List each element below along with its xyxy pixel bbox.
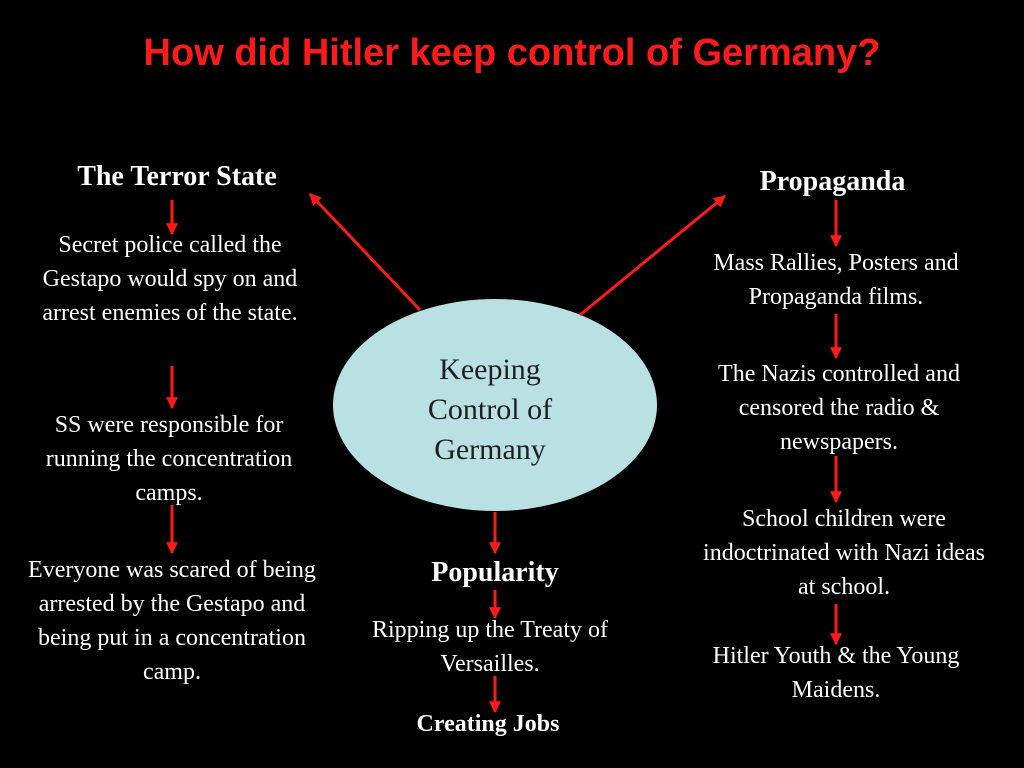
propaganda-point-4: Hitler Youth & the Young Maidens. <box>712 643 960 703</box>
popularity-point-1: Ripping up the Treaty of Versailles. <box>371 617 608 677</box>
popularity-heading: Popularity <box>431 557 559 588</box>
propaganda-point-1: Mass Rallies, Posters and Propaganda fil… <box>713 250 959 310</box>
propaganda-point-2: The Nazis controlled and censored the ra… <box>718 361 960 455</box>
terror-state-point-2: SS were responsible for running the conc… <box>45 412 293 506</box>
terror-state-point-3: Everyone was scared of being arrested by… <box>28 557 316 685</box>
center-label: Keeping Control of Germany <box>427 353 553 466</box>
page-title: How did Hitler keep control of Germany? <box>143 32 881 74</box>
arrow-to-propaganda <box>579 194 726 317</box>
popularity-point-2: Creating Jobs <box>416 711 560 737</box>
terror-state-heading: The Terror State <box>77 161 277 192</box>
propaganda-point-3: School children were indoctrinated with … <box>703 506 985 600</box>
terror-state-point-1: Secret police called the Gestapo would s… <box>42 232 298 326</box>
center-ellipse <box>333 299 657 511</box>
propaganda-heading: Propaganda <box>759 166 906 197</box>
arrow-to-terror-state <box>308 192 422 312</box>
